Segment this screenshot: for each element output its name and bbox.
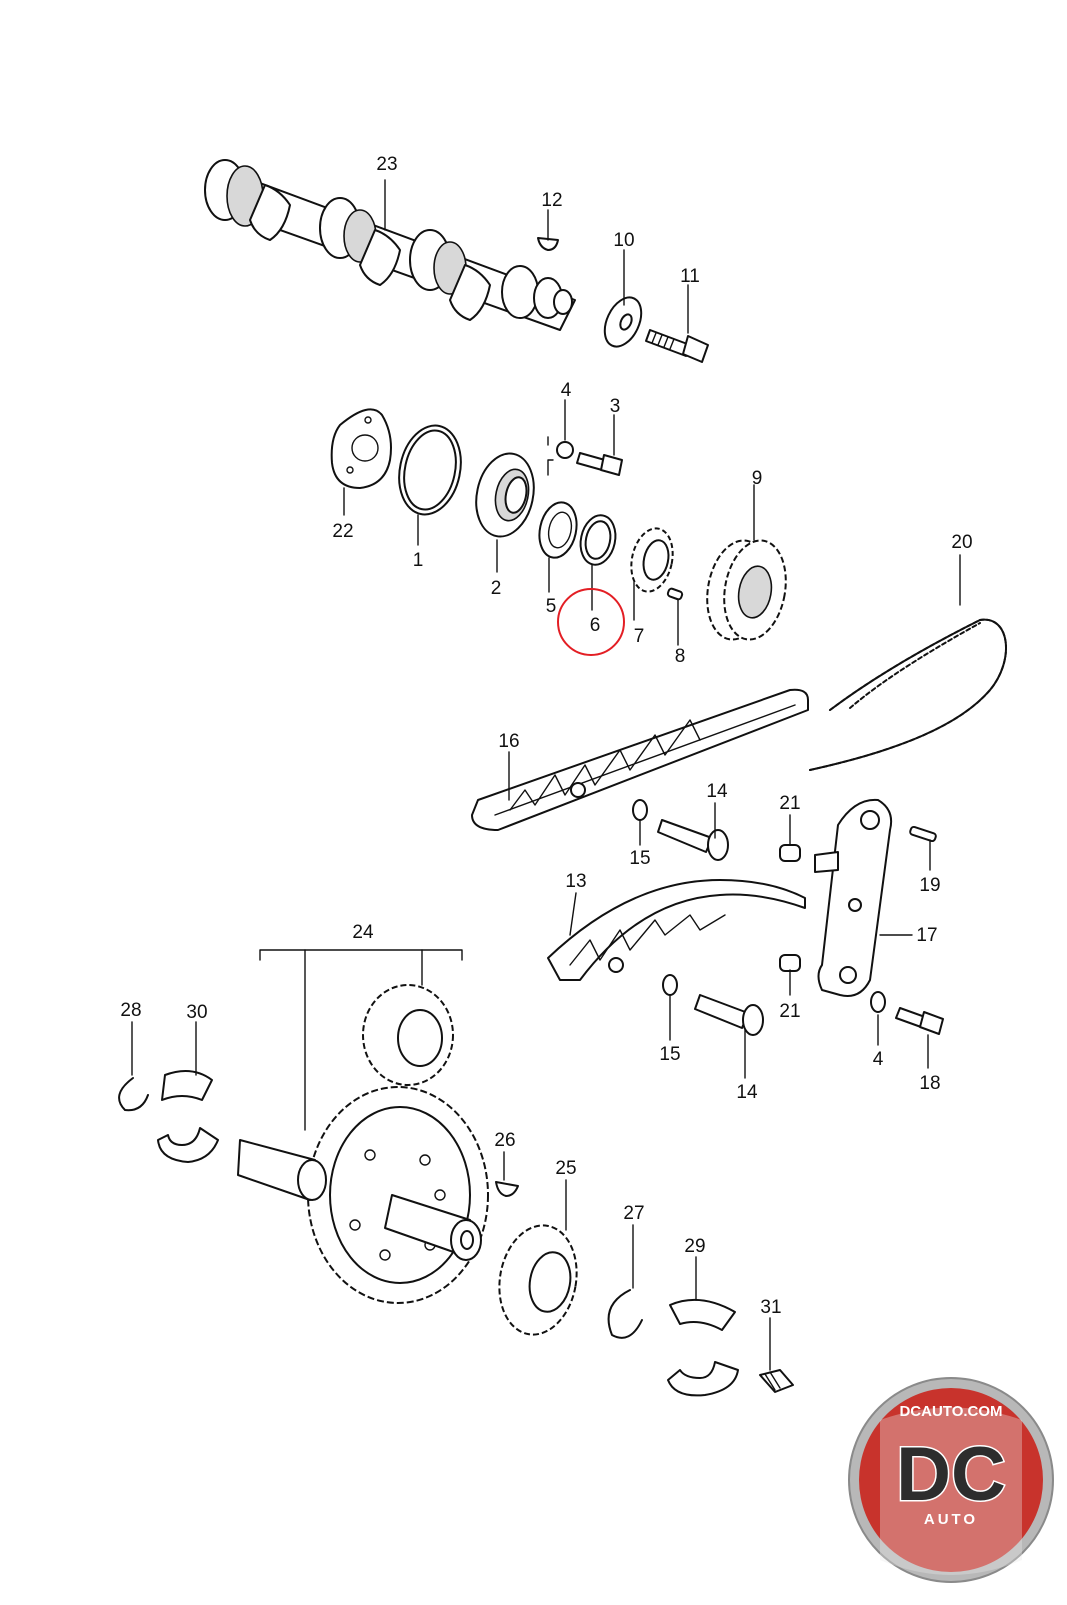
washer-4-lower [870, 991, 886, 1013]
small-sprocket [630, 527, 674, 593]
callout-21-upper: 21 [779, 793, 800, 814]
callout-10: 10 [613, 230, 634, 251]
logo-website: DCAUTO.COM [899, 1403, 1002, 1420]
callout-11: 11 [680, 266, 700, 287]
camshaft [204, 159, 576, 331]
callout-29: 29 [684, 1236, 705, 1257]
washer-4 [556, 441, 574, 459]
callout-14-lower: 14 [736, 1082, 758, 1103]
bushing-21-lower [779, 954, 801, 972]
bushing-21-upper [779, 844, 801, 862]
timing-chain [809, 618, 1007, 771]
callout-6: 6 [590, 615, 601, 636]
callout-4: 4 [561, 380, 572, 401]
callout-20: 20 [951, 532, 972, 553]
callout-31: 31 [760, 1297, 781, 1318]
callout-17: 17 [916, 925, 937, 946]
callout-8: 8 [675, 646, 686, 667]
bearing-shell-30 [157, 1070, 219, 1163]
rail-pivot-pin-lower [694, 994, 764, 1036]
chain-guide-rail [471, 688, 809, 831]
callout-12: 12 [541, 190, 562, 211]
rail-pivot-pin [657, 819, 729, 861]
callout-22: 22 [332, 521, 353, 542]
woodruff-key [537, 237, 559, 251]
callout-26: 26 [494, 1130, 515, 1151]
callout-labels: 23 12 10 11 4 3 22 1 2 5 6 7 8 9 20 16 1… [120, 154, 972, 1318]
housing-gasket [330, 408, 392, 489]
callout-13: 13 [565, 871, 586, 892]
leader-lines [131, 179, 961, 1371]
callout-9: 9 [752, 468, 763, 489]
callout-21-lower: 21 [779, 1001, 800, 1022]
tensioner-arm [814, 798, 893, 997]
callout-7: 7 [634, 626, 645, 647]
callout-5: 5 [546, 596, 557, 617]
rail-washer-lower [662, 974, 678, 996]
callout-2: 2 [491, 578, 502, 599]
callout-15-lower: 15 [659, 1044, 680, 1065]
rail-washer [632, 799, 648, 821]
callout-18: 18 [919, 1073, 940, 1094]
dcauto-logo: DCAUTO.COM DC AUTO [848, 1377, 1054, 1583]
bearing-flange [475, 452, 535, 538]
callout-14-upper: 14 [706, 781, 728, 802]
leader-24 [304, 949, 423, 1131]
camshaft-bolt [645, 329, 709, 363]
callout-1: 1 [413, 550, 424, 571]
camshaft-washer [603, 296, 643, 348]
arm-bolt [895, 1007, 944, 1035]
shaft-seal [538, 501, 578, 559]
drive-sprocket [498, 1224, 578, 1336]
callout-30: 30 [186, 1002, 207, 1023]
key-26 [495, 1181, 519, 1197]
circlip-27 [607, 1289, 643, 1339]
callout-23: 23 [376, 154, 397, 175]
tensioner-rail [547, 879, 806, 981]
pin-19 [909, 825, 937, 843]
callout-15-upper: 15 [629, 848, 650, 869]
callout-27: 27 [623, 1203, 644, 1224]
circlip-28 [118, 1077, 149, 1112]
assembly-bracket [259, 949, 463, 961]
callout-24: 24 [352, 922, 374, 943]
double-sprocket [706, 539, 787, 641]
dowel-pin [666, 587, 684, 601]
o-ring-inner [403, 429, 457, 511]
flange-bolt [576, 452, 623, 476]
spacer-ring [579, 514, 617, 566]
screw-plug [759, 1369, 794, 1393]
callout-25: 25 [555, 1158, 576, 1179]
callout-4-lower: 4 [873, 1049, 884, 1070]
callout-28: 28 [120, 1000, 141, 1021]
callout-16: 16 [498, 731, 519, 752]
logo-letters: DC [896, 1432, 1006, 1517]
intermediate-small-gear [362, 984, 454, 1086]
bearing-shell-29 [667, 1298, 739, 1397]
highlight-circle [557, 588, 625, 656]
intermediate-gear [237, 1086, 489, 1304]
callout-3: 3 [610, 396, 621, 417]
logo-word: AUTO [924, 1511, 978, 1528]
callout-19: 19 [919, 875, 940, 896]
o-ring [398, 424, 462, 516]
